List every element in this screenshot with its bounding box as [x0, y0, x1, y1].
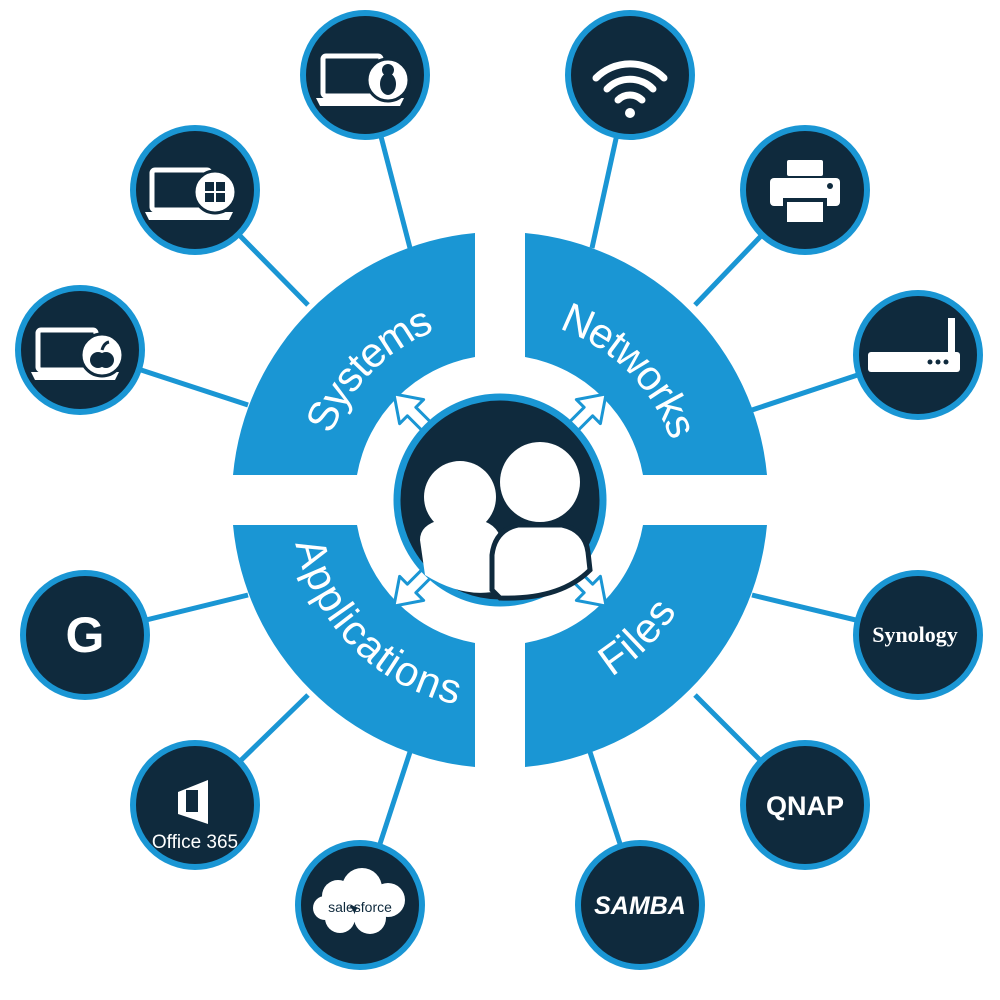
- segment-networks[interactable]: [525, 233, 767, 475]
- node-salesforce[interactable]: salesforce: [295, 840, 425, 970]
- node-printer[interactable]: [740, 125, 870, 255]
- segment-files[interactable]: [525, 525, 767, 767]
- node-samba[interactable]: SAMBA: [575, 840, 705, 970]
- node-synology[interactable]: Synology: [853, 570, 983, 700]
- segment-applications[interactable]: [233, 525, 475, 767]
- printer-icon: [770, 160, 840, 226]
- linux-laptop-icon: [316, 53, 411, 106]
- office365-label: Office 365: [152, 832, 238, 853]
- office-icon: [178, 780, 208, 824]
- node-google[interactable]: G: [20, 570, 150, 700]
- users-icon: [420, 442, 593, 601]
- google-icon: G: [66, 607, 105, 663]
- router-icon: [868, 318, 960, 372]
- wifi-icon: [592, 60, 668, 118]
- node-qnap[interactable]: QNAP: [740, 740, 870, 870]
- apple-laptop-icon: [31, 327, 125, 380]
- segment-systems[interactable]: [233, 233, 475, 475]
- salesforce-label: salesforce: [328, 899, 392, 915]
- node-router[interactable]: [853, 290, 983, 420]
- node-office365[interactable]: Office 365: [130, 740, 260, 870]
- windows-laptop-icon: [145, 167, 238, 220]
- node-wifi[interactable]: [565, 10, 695, 140]
- samba-icon: SAMBA: [594, 892, 686, 920]
- node-windows[interactable]: [130, 125, 260, 255]
- qnap-icon: QNAP: [766, 791, 844, 821]
- hub[interactable]: [393, 393, 607, 607]
- synology-icon: Synology: [872, 622, 958, 647]
- node-mac[interactable]: [15, 285, 145, 415]
- ring: [233, 233, 767, 767]
- node-linux[interactable]: [300, 10, 430, 140]
- salesforce-cloud-icon: [313, 868, 405, 934]
